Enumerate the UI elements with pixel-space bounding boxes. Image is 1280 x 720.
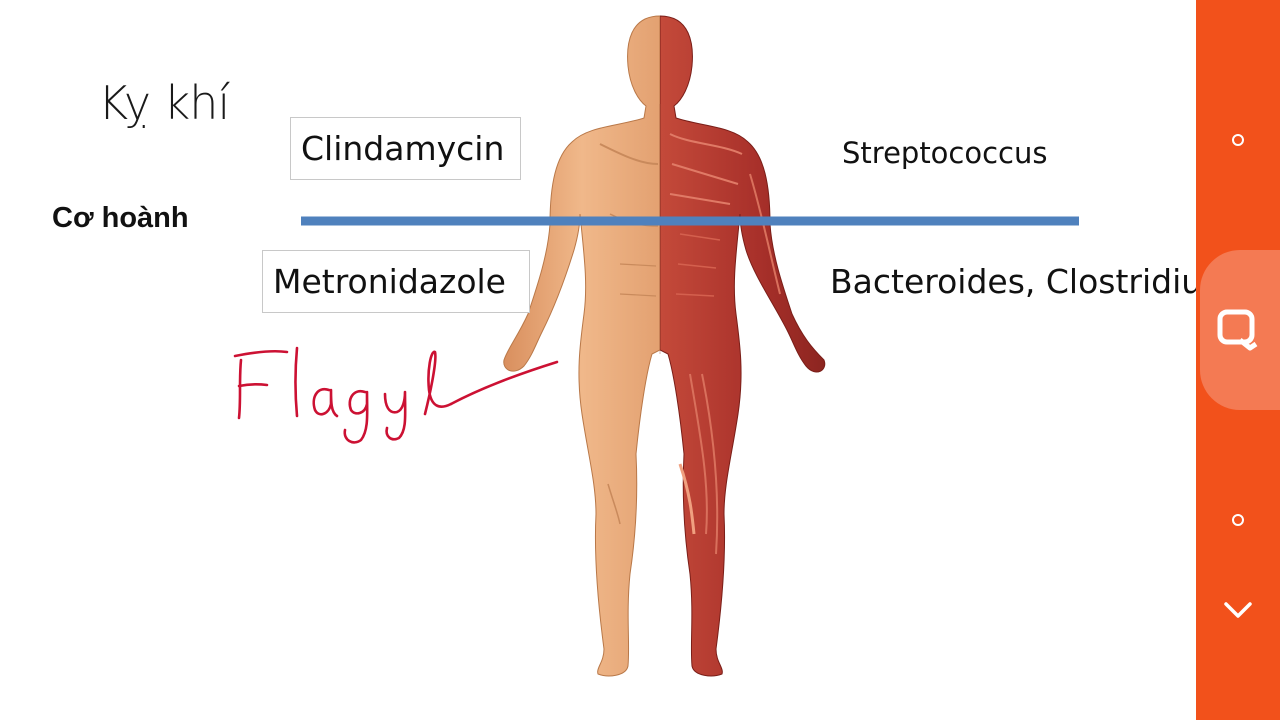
circle-icon bbox=[1232, 514, 1244, 526]
human-anatomy-figure bbox=[503, 15, 826, 677]
floating-sidebar bbox=[1196, 0, 1280, 720]
sidebar-search-button[interactable] bbox=[1196, 250, 1280, 410]
diaphragm-label: Cơ hoành bbox=[52, 202, 189, 234]
slide-canvas: Kỵ khí Cơ hoành Clindamycin Metronidazol… bbox=[52, 15, 1196, 677]
diaphragm-divider-line bbox=[301, 216, 1079, 226]
sidebar-collapse-button[interactable] bbox=[1196, 586, 1280, 634]
drug-box-clindamycin: Clindamycin bbox=[290, 117, 521, 180]
sidebar-circle-button-top[interactable] bbox=[1196, 118, 1280, 162]
slide-title: Kỵ khí bbox=[98, 76, 230, 130]
drug-label-below: Metronidazole bbox=[273, 262, 506, 301]
chevron-down-icon bbox=[1224, 602, 1252, 618]
handwritten-annotation-flagyl bbox=[233, 346, 559, 444]
drug-box-metronidazole: Metronidazole bbox=[262, 250, 530, 313]
active-highlight bbox=[1200, 250, 1280, 410]
circle-icon bbox=[1232, 134, 1244, 146]
organism-label-below: Bacteroides, Clostridiu bbox=[830, 262, 1196, 301]
sidebar-circle-button-bottom[interactable] bbox=[1196, 498, 1280, 542]
drug-label-above: Clindamycin bbox=[301, 129, 505, 168]
organism-label-above: Streptococcus bbox=[842, 136, 1048, 170]
search-chat-icon bbox=[1217, 309, 1258, 351]
